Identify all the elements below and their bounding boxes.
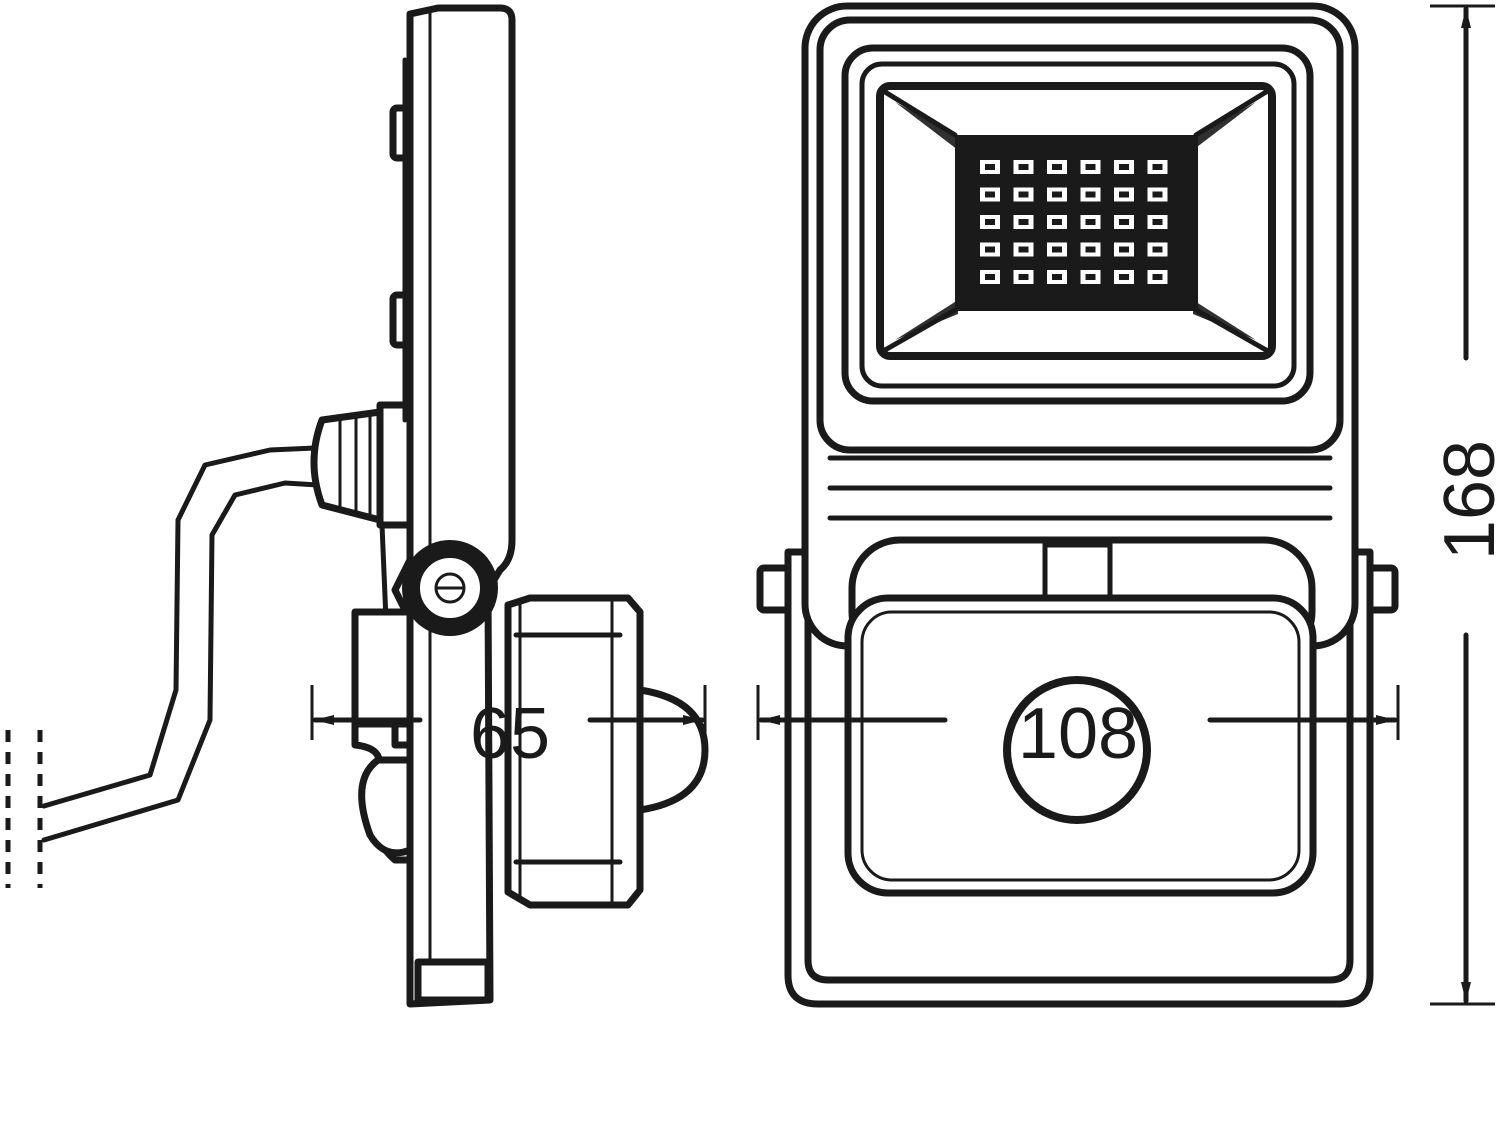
led-chip-core: [1152, 274, 1163, 280]
led-chip-core: [1018, 191, 1029, 198]
led-chip-core: [1119, 274, 1129, 280]
height-label: 168: [1430, 440, 1500, 560]
led-chip-core: [1052, 191, 1062, 198]
dimension-depth: 65: [310, 685, 707, 774]
led-chip-core: [1018, 219, 1029, 225]
led-chip-core: [1152, 219, 1163, 225]
housing-foot: [414, 958, 492, 1004]
led-chip-core: [1085, 219, 1096, 225]
led-chip-core: [1085, 274, 1096, 280]
led-chip-core: [985, 246, 995, 253]
sensor-side: [504, 594, 709, 909]
led-module: [955, 135, 1198, 311]
led-chip-core: [1052, 246, 1062, 253]
led-chip-core: [985, 219, 995, 225]
pivot-screw: [402, 540, 498, 636]
led-chip-core: [1018, 164, 1029, 170]
front-view: [756, 2, 1399, 1008]
led-chip-core: [1052, 274, 1062, 280]
led-chip-core: [985, 191, 995, 198]
housing-ribs: [827, 455, 1333, 521]
led-chip-core: [985, 164, 995, 170]
led-chip-core: [1119, 164, 1129, 170]
led-chip-core: [1052, 164, 1062, 170]
dimension-height: 168: [1430, 4, 1500, 1006]
led-chip-core: [1152, 191, 1163, 198]
led-chip-core: [1119, 191, 1129, 198]
led-chip-core: [1052, 219, 1062, 225]
led-chip-core: [1152, 164, 1163, 170]
led-chip-core: [1085, 164, 1096, 170]
led-chip-core: [1152, 246, 1163, 253]
power-cable: [41, 445, 321, 843]
led-chip-core: [985, 274, 995, 280]
dimension-width: 108: [756, 685, 1400, 774]
wire-ends: [5, 730, 43, 888]
side-view: [5, 4, 709, 1008]
led-chip-core: [1018, 274, 1029, 280]
width-label: 108: [1018, 694, 1138, 774]
sensor-front: [844, 536, 1317, 897]
led-chip-core: [1119, 246, 1129, 253]
led-grid: [980, 160, 1168, 284]
depth-label: 65: [470, 694, 550, 774]
led-chip-core: [1085, 191, 1096, 198]
led-chip-core: [1018, 246, 1029, 253]
led-chip-core: [1085, 246, 1096, 253]
pir-lens: [1003, 676, 1151, 824]
bracket-side: [351, 608, 414, 864]
led-chip-core: [1119, 219, 1129, 225]
